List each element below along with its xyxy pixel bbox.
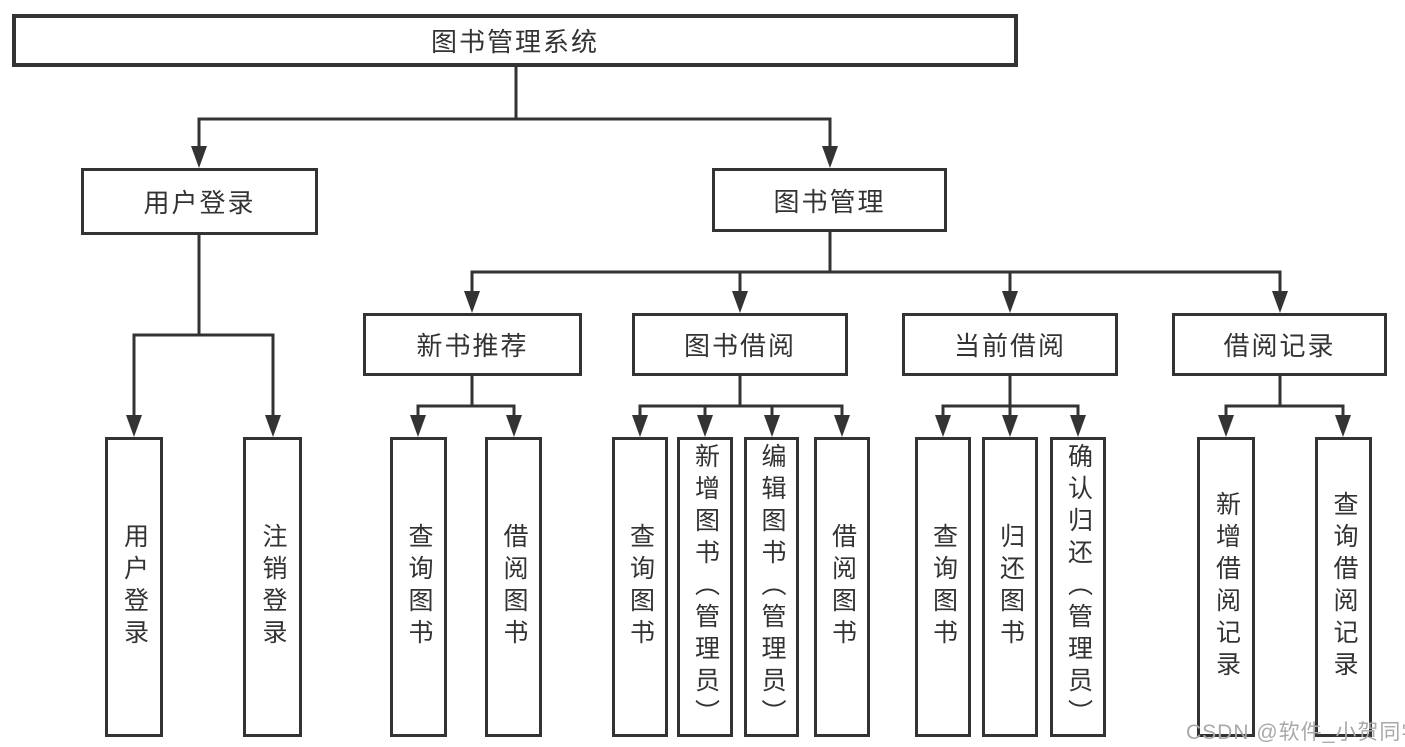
leaf-current-query-books-label: 查询图书 [929,523,958,651]
leaf-current-confirm-return-admin: 确认归还（管理员） [1050,437,1106,737]
arrowhead-br-add [1218,415,1234,437]
node-book-management: 图书管理 [712,168,947,232]
arrowhead-book-management [822,146,838,168]
leaf-borrow-add-books-admin-label: 新增图书（管理员） [691,443,720,731]
arrowhead-cb-query [935,415,951,437]
leaf-newbook-borrow-books: 借阅图书 [485,437,542,737]
leaf-borrow-borrow-books: 借阅图书 [814,437,870,737]
arrowhead-bb-add [697,415,713,437]
arrowhead-bb-borrow [834,415,850,437]
leaf-newbook-borrow-books-label: 借阅图书 [500,523,528,651]
leaf-record-query-borrow-record-label: 查询借阅记录 [1330,491,1358,683]
node-borrow-records: 借阅记录 [1172,313,1387,376]
arrowhead-br-query [1335,415,1351,437]
arrowhead-newbook [464,291,480,313]
node-library-management-system: 图书管理系统 [12,14,1018,67]
leaf-current-return-books-label: 归还图书 [996,523,1025,651]
arrowhead-currentborrow [1002,291,1018,313]
leaf-borrow-borrow-books-label: 借阅图书 [828,523,857,651]
node-book-borrowing: 图书借阅 [632,313,848,376]
leaf-record-query-borrow-record: 查询借阅记录 [1315,437,1372,737]
arrowhead-bb-edit [764,415,780,437]
leaf-borrow-query-books-label: 查询图书 [626,523,655,651]
leaf-borrow-add-books-admin: 新增图书（管理员） [677,437,733,737]
arrowhead-leaf-logout [265,415,281,437]
arrowhead-bookborrow [732,291,748,313]
leaf-newbook-query-books: 查询图书 [390,437,447,737]
watermark-text: CSDN @软件_小贺同学 [1186,721,1405,744]
leaf-logout: 注销登录 [243,437,302,737]
leaf-record-add-borrow-record-label: 新增借阅记录 [1212,491,1241,683]
leaf-newbook-query-books-label: 查询图书 [405,523,433,651]
leaf-logout-label: 注销登录 [259,523,287,651]
arrowhead-borrowrecord [1272,291,1288,313]
leaf-current-confirm-return-admin-label: 确认归还（管理员） [1064,443,1093,731]
leaf-borrow-edit-books-admin-label: 编辑图书（管理员） [758,443,786,731]
leaf-current-return-books: 归还图书 [982,437,1038,737]
leaf-user-login: 用户登录 [105,437,163,737]
arrowhead-user-login [191,146,207,168]
arrowhead-nb-borrow [506,415,522,437]
leaf-current-query-books: 查询图书 [915,437,971,737]
arrowhead-nb-query [410,415,426,437]
leaf-record-add-borrow-record: 新增借阅记录 [1197,437,1255,737]
node-user-login: 用户登录 [81,168,318,235]
arrowhead-bb-query [632,415,648,437]
arrowhead-leaf-login [126,415,142,437]
node-current-borrowing: 当前借阅 [902,313,1118,376]
node-new-book-recommend: 新书推荐 [363,313,582,376]
arrowhead-cb-confirm [1070,415,1086,437]
leaf-borrow-query-books: 查询图书 [612,437,668,737]
leaf-borrow-edit-books-admin: 编辑图书（管理员） [744,437,799,737]
leaf-user-login-label: 用户登录 [120,523,149,651]
arrowhead-cb-return [1002,415,1018,437]
